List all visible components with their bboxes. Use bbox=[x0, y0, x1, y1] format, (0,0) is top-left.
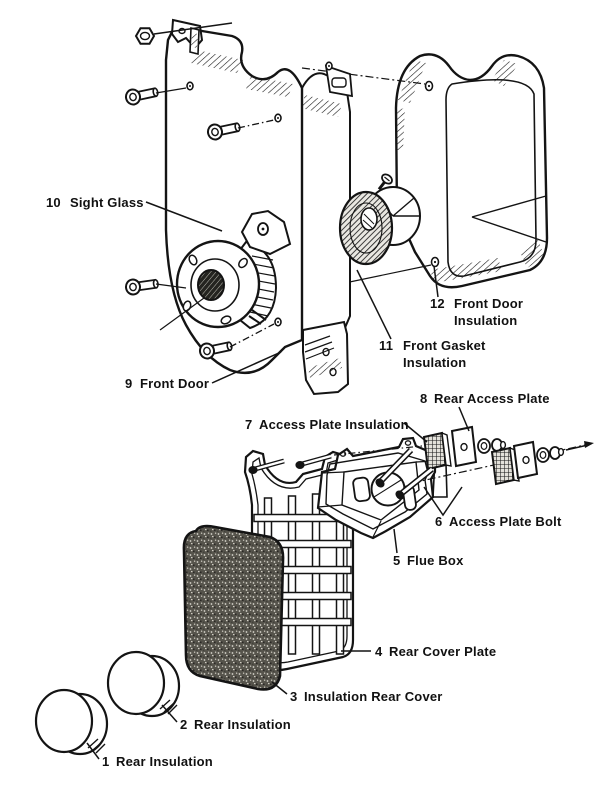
door-fasteners bbox=[124, 22, 275, 360]
hex-nut bbox=[134, 27, 156, 45]
leader-3 bbox=[271, 681, 288, 695]
label-2-number: 2 bbox=[180, 717, 187, 732]
leader-6 bbox=[423, 486, 463, 517]
rear-access-plate bbox=[450, 425, 478, 468]
alignment-line bbox=[333, 445, 423, 456]
label-5-number: 5 bbox=[393, 553, 400, 568]
label-2-name: Rear Insulation bbox=[194, 717, 291, 732]
insulation-pad bbox=[182, 524, 285, 691]
rear-access-plate bbox=[512, 440, 539, 480]
sight-glass-ribs bbox=[249, 255, 276, 317]
label-12-name-line2: Insulation bbox=[454, 313, 517, 328]
label-6-number: 6 bbox=[435, 514, 442, 529]
leader-7 bbox=[403, 422, 428, 443]
label-3-name: Insulation Rear Cover bbox=[304, 689, 443, 704]
part-labels: 10 Sight Glass 9 Front Door 12 Front Doo… bbox=[46, 195, 562, 769]
label-10-number: 10 bbox=[46, 195, 61, 210]
flue-slot-left bbox=[352, 476, 371, 503]
alignment-line bbox=[301, 67, 426, 85]
label-3-number: 3 bbox=[290, 689, 297, 704]
sight-glass-bore bbox=[197, 269, 225, 301]
leader-12 bbox=[433, 265, 439, 298]
front-gasket-insulation bbox=[338, 173, 421, 266]
nut-leader bbox=[153, 22, 233, 35]
cover-plate-pin bbox=[295, 453, 332, 470]
leader-5 bbox=[393, 528, 398, 554]
leader-1 bbox=[86, 742, 100, 760]
washer bbox=[536, 447, 550, 463]
front-door bbox=[164, 18, 354, 396]
label-6-name: Access Plate Bolt bbox=[449, 514, 562, 529]
flange-holes bbox=[182, 254, 248, 325]
label-8-name: Rear Access Plate bbox=[434, 391, 550, 406]
label-7-number: 7 bbox=[245, 417, 252, 432]
access-plate-bolt bbox=[395, 466, 434, 500]
label-9-name: Front Door bbox=[140, 376, 209, 391]
label-4-name: Rear Cover Plate bbox=[389, 644, 496, 659]
direction-arrow bbox=[565, 441, 594, 451]
leader-9 bbox=[211, 351, 282, 384]
leader-11 bbox=[356, 269, 392, 340]
leader-2 bbox=[161, 704, 178, 723]
label-9-number: 9 bbox=[125, 376, 132, 391]
sight-glass-ring bbox=[190, 258, 240, 312]
label-12-number: 12 bbox=[430, 296, 445, 311]
insulation-rear-cover bbox=[182, 524, 285, 691]
washer bbox=[477, 438, 491, 454]
front-door-insulation-panel bbox=[301, 53, 549, 289]
socket-bolt bbox=[124, 278, 159, 296]
rear-insulation-1-face bbox=[34, 688, 94, 754]
label-8-number: 8 bbox=[420, 391, 427, 406]
leader-8 bbox=[458, 406, 470, 432]
label-10-name: Sight Glass bbox=[70, 195, 144, 210]
label-12-name-line1: Front Door bbox=[454, 296, 523, 311]
label-11-name-line2: Insulation bbox=[403, 355, 466, 370]
socket-bolt bbox=[206, 122, 241, 141]
label-11-name-line1: Front Gasket bbox=[403, 338, 486, 353]
gasket-screw bbox=[377, 173, 393, 191]
sight-glass bbox=[175, 209, 292, 330]
break-mark bbox=[471, 195, 547, 218]
access-plate-bolt bbox=[375, 447, 414, 488]
label-5-name: Flue Box bbox=[407, 553, 464, 568]
rear-insulation-discs bbox=[34, 650, 181, 756]
flue-box-opening-frame bbox=[341, 461, 420, 521]
label-1-name: Rear Insulation bbox=[116, 754, 213, 769]
break-mark bbox=[471, 216, 547, 243]
label-1-number: 1 bbox=[102, 754, 109, 769]
rear-insulation-2-face bbox=[106, 650, 166, 716]
label-7-name: Access Plate Insulation bbox=[259, 417, 409, 432]
door-top-right-bracket bbox=[324, 64, 354, 98]
leader-lines bbox=[86, 201, 470, 760]
label-11-number: 11 bbox=[379, 338, 393, 353]
flue-box-inner-line bbox=[325, 452, 429, 530]
alignment-line bbox=[339, 264, 432, 285]
cover-plate-pin bbox=[248, 458, 285, 475]
socket-bolt bbox=[124, 87, 159, 106]
insulation-panel-face-line bbox=[445, 79, 537, 278]
leader-10 bbox=[145, 201, 223, 232]
socket-bolt bbox=[198, 341, 233, 360]
label-4-number: 4 bbox=[375, 644, 383, 659]
access-plate-parts bbox=[333, 425, 595, 500]
